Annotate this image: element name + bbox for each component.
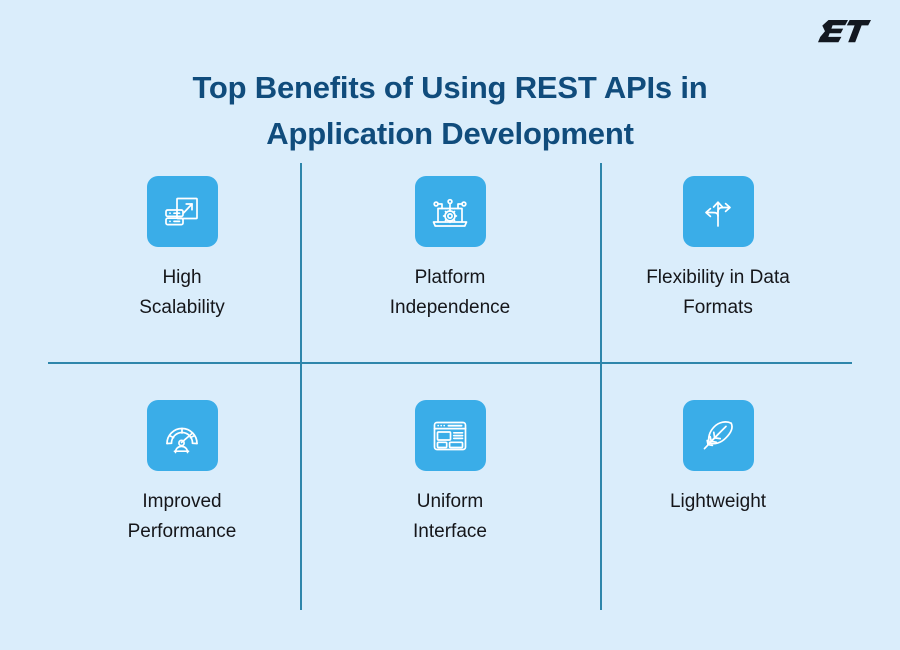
benefit-label: Platform Independence [390,263,510,323]
benefit-card-lightweight: Lightweight [584,387,852,611]
benefit-icon-tile [682,400,754,471]
benefit-card-platform-independence: Platform Independence [316,163,584,387]
benefit-icon-tile [414,400,486,471]
page-title: Top Benefits of Using REST APIs in Appli… [0,65,900,157]
benefit-label-line-1: Lightweight [669,491,767,512]
benefit-label: Improved Performance [128,487,237,547]
benefit-label: High Scalability [139,263,225,323]
speedometer-gauge-icon [166,427,198,453]
benefit-card-flexibility-in-data-formats: Flexibility in Data Formats [584,163,852,387]
benefit-label-line-2: Formats [683,297,753,318]
et-logo [810,16,872,46]
benefit-label: Uniform Interface [413,487,487,547]
benefit-label-line-1: High [162,267,202,288]
page-title-line-2: Application Development [266,115,634,151]
benefit-label-line-2: Independence [389,297,511,318]
benefit-card-uniform-interface: Uniform Interface [316,387,584,611]
benefit-label-line-1: Platform [414,267,486,288]
benefit-label: Lightweight [670,487,766,517]
page-title-line-1: Top Benefits of Using REST APIs in [192,69,708,105]
three-way-branching-arrows-icon [705,200,731,227]
laptop-gear-network-icon [432,198,468,227]
vertical-divider-2 [600,163,602,610]
benefit-icon-tile [414,176,486,247]
benefit-label-line-1: Improved [142,491,222,512]
benefit-label-line-2: Interface [413,521,487,542]
benefit-icon-tile [146,400,218,471]
benefit-icon-tile [682,176,754,247]
benefit-label-line-2: Performance [127,521,237,542]
feather-icon [703,420,733,449]
benefit-icon-tile [146,176,218,247]
server-stack-growth-arrow-icon [165,197,198,225]
benefits-grid: High Scalability [48,163,852,611]
horizontal-divider [48,362,852,364]
benefit-label-line-1: Uniform [416,491,484,512]
benefit-label-line-2: Scalability [139,297,225,318]
benefit-card-high-scalability: High Scalability [48,163,316,387]
benefit-label-line-1: Flexibility in Data [646,267,790,288]
benefit-label: Flexibility in Data Formats [646,263,790,323]
browser-wireframe-layout-icon [433,421,467,450]
vertical-divider-1 [300,163,302,610]
et-monogram-logo-icon [818,20,871,43]
benefit-card-improved-performance: Improved Performance [48,387,316,611]
